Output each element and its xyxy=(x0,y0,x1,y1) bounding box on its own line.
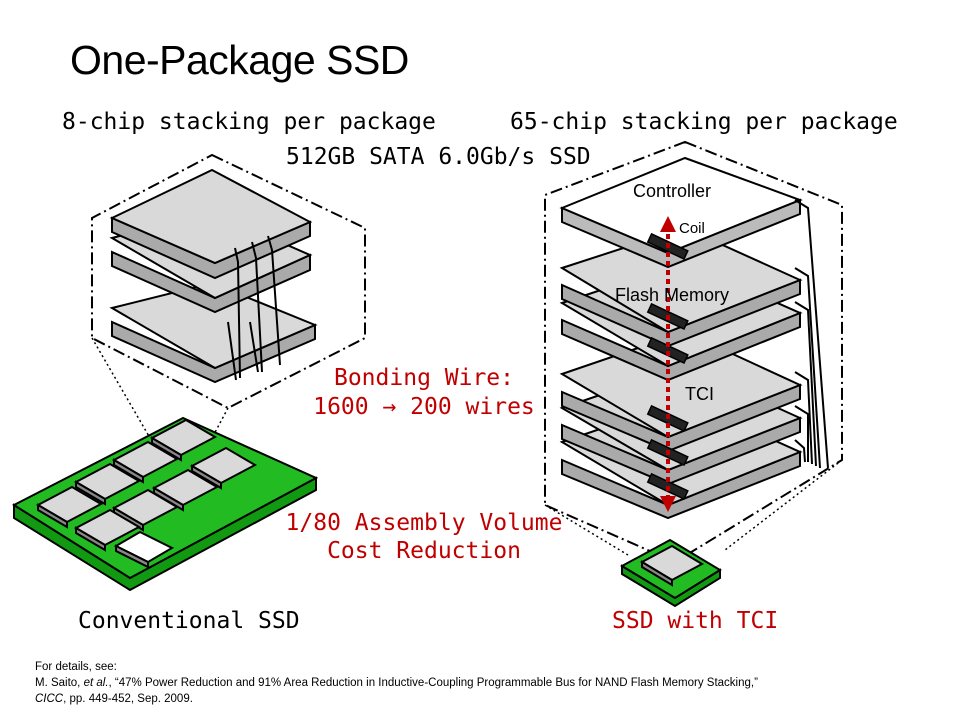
controller-label: Controller xyxy=(633,181,712,201)
footnote-etal: et al. xyxy=(83,677,109,689)
footnote-pages: , pp. 449-452, Sep. 2009. xyxy=(63,693,193,705)
tci-arrow-head-up xyxy=(660,216,676,232)
tci-chip-stack xyxy=(559,156,803,520)
footnote-citation: M. Saito, et al., “47% Power Reduction a… xyxy=(35,677,758,690)
footnote-paper-title: , “47% Power Reduction and 91% Area Redu… xyxy=(108,677,758,689)
conventional-ssd-caption: Conventional SSD xyxy=(78,608,300,634)
board-chip xyxy=(111,440,180,484)
left-heading: 8-chip stacking per package xyxy=(62,109,436,135)
left-chip xyxy=(109,281,318,384)
bonding-wire-label: Bonding Wire: xyxy=(333,365,515,391)
center-heading: 512GB SATA 6.0Gb/s SSD xyxy=(286,144,591,170)
footnote-intro: For details, see: xyxy=(35,661,117,673)
board-chip xyxy=(113,530,175,569)
left-package-outline xyxy=(91,153,366,410)
board-chip xyxy=(73,508,142,552)
conventional-ssd-board xyxy=(11,416,319,592)
board-chip xyxy=(151,468,220,512)
tci-arrow-head-down xyxy=(660,496,676,512)
right-bonding-wires xyxy=(794,199,829,469)
board-chip xyxy=(35,485,104,529)
tci-ssd-caption: SSD with TCI xyxy=(612,608,779,634)
footnote-author: M. Saito, xyxy=(35,677,84,689)
cost-reduction-label: Cost Reduction xyxy=(327,538,521,564)
left-bonding-wires xyxy=(227,235,281,381)
assembly-volume-label: 1/80 Assembly Volume xyxy=(285,510,563,536)
board-chip xyxy=(73,462,142,506)
flash-chip xyxy=(559,226,803,348)
board-chip xyxy=(149,418,218,462)
right-zoom-line xyxy=(544,504,629,556)
slide-title: One-Package SSD xyxy=(70,37,409,83)
bonding-wire-count: 1600 → 200 wires xyxy=(313,394,535,420)
left-chip-stack xyxy=(109,168,318,384)
left-zoom-line xyxy=(91,337,151,439)
flash-memory-label: Flash Memory xyxy=(615,285,730,305)
footnote-venue: CICC, pp. 449-452, Sep. 2009. xyxy=(35,693,193,706)
right-heading: 65-chip stacking per package xyxy=(510,109,898,135)
tci-ssd-package xyxy=(619,538,722,608)
tci-label: TCI xyxy=(685,384,714,404)
coil-label: Coil xyxy=(679,220,705,237)
board-chip xyxy=(189,446,258,490)
left-zoom-line xyxy=(211,407,229,439)
footnote-venue-name: CICC xyxy=(35,693,64,705)
